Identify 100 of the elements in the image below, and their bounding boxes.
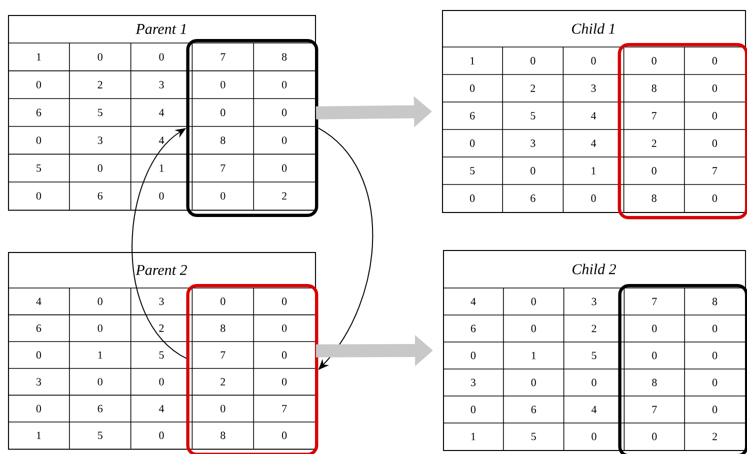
table-cell: 0 xyxy=(652,324,657,332)
table-cell: 0 xyxy=(159,53,164,61)
table-cell: 3 xyxy=(530,140,536,147)
table-cell: 0 xyxy=(98,53,102,61)
table-cell: 0 xyxy=(98,324,102,332)
table-cell: 4 xyxy=(36,298,42,305)
table-cell: 5 xyxy=(592,352,596,360)
table-cell: 0 xyxy=(530,57,536,64)
table-cell: 3 xyxy=(591,84,596,92)
table-cell: 0 xyxy=(98,378,102,386)
table-cell: 6 xyxy=(36,108,42,116)
table-cell: 0 xyxy=(282,324,287,332)
table-cell: 8 xyxy=(712,298,718,306)
table-cell: 7 xyxy=(282,405,287,412)
table-cell: 5 xyxy=(98,108,102,116)
table-cell: 0 xyxy=(652,352,657,360)
table-cell: 1 xyxy=(470,57,474,64)
table-cell: 8 xyxy=(220,136,226,144)
table-cell: 6 xyxy=(470,112,475,120)
table-cell: 0 xyxy=(159,192,164,200)
table-cell: 8 xyxy=(652,194,656,202)
table-cell: 5 xyxy=(159,351,164,359)
table-cell: 0 xyxy=(282,164,287,172)
table-cell: 7 xyxy=(652,298,657,306)
table-cell: 0 xyxy=(282,136,287,144)
table-cell: 0 xyxy=(98,164,102,172)
table-cell: 7 xyxy=(712,167,718,174)
table-cell: 0 xyxy=(530,167,536,174)
table-cell: 3 xyxy=(98,136,102,144)
table-cell: 1 xyxy=(36,432,41,440)
highlight-frame xyxy=(186,284,318,454)
table-cell: 5 xyxy=(36,164,42,172)
table-cell: 0 xyxy=(591,57,596,64)
table-cell: 2 xyxy=(712,432,717,440)
table-cell: 8 xyxy=(282,53,287,61)
table-cell: 7 xyxy=(652,406,657,414)
table-cell: 7 xyxy=(220,53,226,60)
table-cell: 0 xyxy=(592,432,596,440)
table-cell: 0 xyxy=(282,81,287,88)
table-cell: 0 xyxy=(282,298,287,306)
table-cell: 0 xyxy=(220,81,226,88)
table-cell: 0 xyxy=(470,406,476,414)
table-cell: 0 xyxy=(712,406,718,414)
table-cell: 0 xyxy=(531,298,536,306)
table-cell: 0 xyxy=(712,194,718,202)
table-cell: 8 xyxy=(652,84,656,92)
table-cell: 0 xyxy=(470,140,475,147)
highlight-frame xyxy=(186,39,318,217)
table-cell: 0 xyxy=(712,324,718,332)
table-cell: 0 xyxy=(36,192,42,200)
table-cell: 6 xyxy=(530,194,536,202)
table-cell: 1 xyxy=(160,164,164,172)
table-cell: 2 xyxy=(282,192,286,200)
table-cell: 4 xyxy=(591,406,597,414)
table-cell: 4 xyxy=(158,136,164,144)
table-cell: 0 xyxy=(652,57,656,64)
table-cell: 4 xyxy=(590,112,596,120)
table-cell: 0 xyxy=(282,108,287,116)
table-cell: 2 xyxy=(530,84,536,92)
table-cell: 4 xyxy=(158,108,164,116)
table-cell: 6 xyxy=(36,324,42,332)
table-cell: 0 xyxy=(36,81,42,88)
table-cell: 2 xyxy=(159,324,164,332)
table-cell: 0 xyxy=(159,432,164,440)
table-cell: 7 xyxy=(652,112,657,120)
table-cell: 0 xyxy=(220,108,226,116)
table-cell: 1 xyxy=(36,53,41,61)
table-cell: 1 xyxy=(98,351,102,359)
table-cell: 8 xyxy=(220,432,226,440)
table-cell: 3 xyxy=(36,378,42,386)
table-cell: 0 xyxy=(220,192,226,200)
table-cell: 4 xyxy=(158,404,164,412)
table-cell: 0 xyxy=(36,136,42,144)
table-cell: 3 xyxy=(592,298,596,306)
table-cell: 3 xyxy=(159,81,164,88)
table-cell: 0 xyxy=(652,432,657,440)
table-cell: 8 xyxy=(652,378,657,386)
table-cell: 2 xyxy=(220,378,226,386)
table-cell: 0 xyxy=(470,84,475,92)
highlight-frame xyxy=(618,284,747,454)
table-cell: 6 xyxy=(470,324,476,332)
table-cell: 0 xyxy=(591,194,596,202)
table-cell: 8 xyxy=(220,324,226,332)
table-cell: 1 xyxy=(471,432,476,440)
table-cell: 6 xyxy=(98,404,103,412)
table-cell: 0 xyxy=(531,378,536,386)
table-cell: 0 xyxy=(220,298,226,306)
table-cell: 0 xyxy=(712,112,718,120)
table-cell: 0 xyxy=(36,351,42,359)
table-cell: 0 xyxy=(470,194,475,202)
table-cell: 2 xyxy=(652,140,656,147)
table-cell: 3 xyxy=(470,378,476,386)
table-cell: 0 xyxy=(712,378,718,386)
table-cell: 1 xyxy=(532,352,536,360)
table-cell: 7 xyxy=(220,164,226,172)
table-cell: 7 xyxy=(220,351,226,359)
table-cell: 0 xyxy=(282,378,287,386)
table-cell: 0 xyxy=(712,84,718,92)
table-cell: 2 xyxy=(98,81,102,88)
table-cell: 6 xyxy=(531,406,536,414)
